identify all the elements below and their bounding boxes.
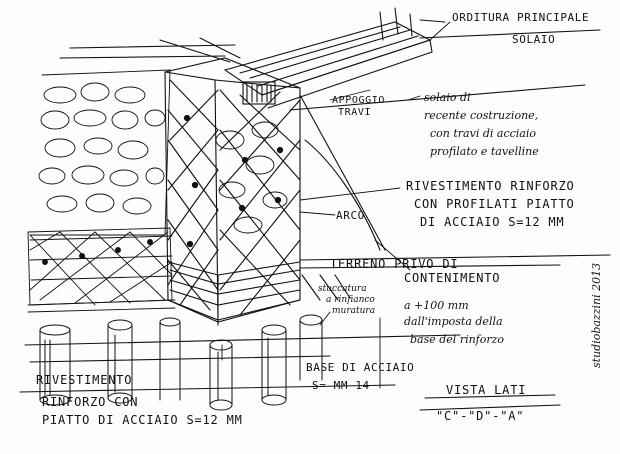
label-solaio-note-line2: recente costruzione,	[424, 109, 539, 122]
label-base-acciaio-line2: S= MM 14	[312, 379, 370, 392]
label-terreno-line2: CONTENIMENTO	[404, 271, 501, 285]
label-appoggio-line2: TRAVI	[338, 107, 372, 118]
pillar-base-plate	[167, 261, 301, 326]
pillar-front-face	[164, 57, 301, 321]
label-appoggio-line1: APPOGGIO	[332, 95, 385, 106]
label-solaio-note-line3: con travi di acciaio	[430, 127, 536, 140]
label-solaio-note-line4: profilato e tavelline	[430, 145, 539, 158]
steel-column-bases	[39, 314, 323, 411]
label-stuccatura-line3: muratura	[332, 306, 376, 316]
label-rivestimento-top-line3: DI ACCIAIO S=12 MM	[420, 215, 565, 229]
floor-slab	[59, 29, 601, 111]
label-rivestimento-bottom-line3: PIATTO DI ACCIAIO S=12 MM	[42, 413, 243, 427]
label-stuccatura-line1: stuccatura	[318, 284, 367, 294]
masonry-wall	[29, 69, 288, 236]
label-stuccatura-line2: a rinfianco	[326, 295, 375, 305]
label-distanza-line3: base del rinforzo	[410, 333, 505, 346]
label-rivestimento-bottom-line1: RIVESTIMENTO	[36, 373, 133, 387]
label-terreno-line1: TERRENO PRIVO DI	[330, 257, 459, 271]
floor-beam	[223, 7, 433, 109]
leader-lines	[221, 19, 451, 389]
label-arco: ARCO	[336, 209, 365, 222]
label-rivestimento-top-line1: RIVESTIMENTO RINFORZO	[406, 179, 575, 193]
label-rivestimento-top-line2: CON PROFILATI PIATTO	[414, 197, 575, 211]
label-rivestimento-bottom-line2: RINFORZO CON	[42, 395, 139, 409]
left-steel-lining	[27, 227, 176, 313]
label-orditura-line2: SOLAIO	[512, 33, 556, 46]
label-vista-line1: VISTA LATI	[446, 383, 527, 397]
label-orditura-line1: ORDITURA PRINCIPALE	[452, 11, 590, 24]
author-signature: studiobazzini 2013	[590, 262, 603, 368]
label-base-acciaio-line1: BASE DI ACCIAIO	[306, 361, 415, 374]
label-distanza-line1: a +100 mm	[404, 299, 469, 312]
label-vista-line2: "C"-"D"-"A"	[436, 409, 525, 423]
label-distanza-line2: dall'imposta della	[404, 315, 503, 328]
arch-and-ground	[299, 94, 611, 301]
vista-underline	[419, 394, 561, 411]
label-solaio-note-line1: solaio di	[424, 91, 471, 104]
